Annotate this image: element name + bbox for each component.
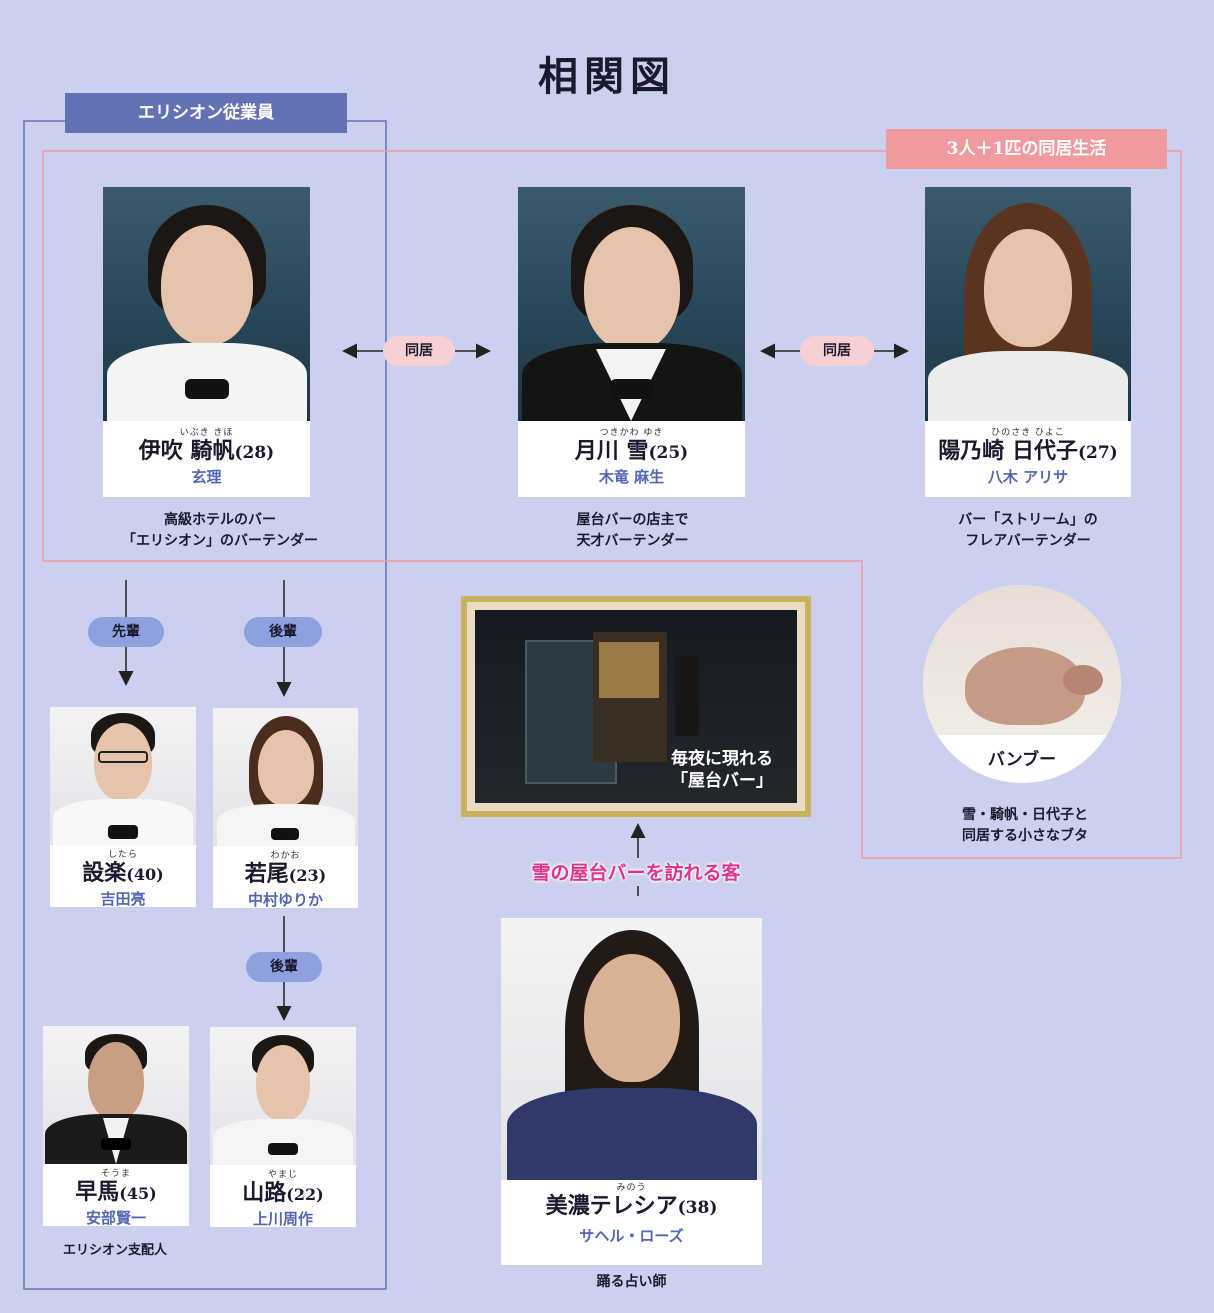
age-yamaji: (22) [286,1185,324,1204]
actor-tsukikawa: 木竜 麻生 [598,468,665,486]
ruby-tsukikawa: つきかわ ゆき [599,428,664,438]
actor-yamaji: 上川周作 [252,1210,313,1228]
age-mino: (38) [677,1198,718,1218]
desc-bamboo-2: 同居する小さなブタ [962,828,1088,844]
desc-hinosaki-1: バー「ストリーム」の [958,512,1098,528]
character-card-tsukikawa: つきかわ ゆき 月川 雪(25) 木竜 麻生 [518,187,745,497]
age-wakao: (23) [288,866,327,885]
relation-senpai: 先輩 [88,617,164,647]
age-hinosaki: (27) [1077,443,1118,463]
character-photo-mino [501,918,762,1180]
yatai-bar-image: 毎夜に現れる 「屋台バー」 [461,596,811,817]
name-hinosaki: 陽乃崎 日代子 [938,438,1078,464]
ruby-shitara: したら [107,850,138,860]
desc-souma: エリシオン支配人 [62,1243,167,1258]
character-photo-shitara [50,707,196,845]
actor-shitara: 吉田亮 [100,890,146,908]
desc-ibuki-2: 「エリシオン」のバーテンダー [122,533,318,549]
actor-wakao: 中村ゆりか [247,891,323,909]
age-tsukikawa: (25) [648,443,689,463]
name-mino: 美濃テレシア [545,1193,678,1219]
desc-tsukikawa-2: 天才バーテンダー [576,533,689,549]
group-label-cohabit: 3人＋1匹の同居生活 [886,129,1167,169]
relation-cohabit-right: 同居 [800,336,874,366]
ruby-yamaji: やまじ [267,1170,298,1180]
desc-hinosaki-2: フレアバーテンダー [965,533,1091,549]
age-shitara: (40) [126,865,164,884]
age-ibuki: (28) [234,443,275,463]
character-card-wakao: わかお 若尾(23) 中村ゆりか [213,708,358,909]
name-tsukikawa: 月川 雪 [574,438,649,464]
ruby-hinosaki: ひのさき ひよこ [991,428,1065,438]
relation-kohai-1: 後輩 [244,617,322,647]
age-souma: (45) [119,1184,157,1203]
character-card-souma: そうま 早馬(45) 安部賢一 [43,1026,189,1227]
character-card-bamboo: バンブー [923,585,1121,783]
relation-kohai-2: 後輩 [246,952,322,982]
yatai-caption-1: 毎夜に現れる [671,749,773,769]
desc-tsukikawa-1: 屋台バーの店主で [576,512,689,528]
name-ibuki: 伊吹 騎帆 [138,438,235,464]
name-bamboo: バンブー [987,750,1057,770]
character-card-ibuki: いぶき きほ 伊吹 騎帆(28) 玄理 [103,187,310,497]
character-photo-ibuki [103,187,310,421]
name-yamaji: 山路 [242,1180,287,1206]
ruby-wakao: わかお [270,851,301,861]
desc-mino: 踊る占い師 [596,1274,667,1290]
pig-photo [923,585,1121,735]
ruby-mino: みのう [616,1183,647,1193]
character-photo-tsukikawa [518,187,745,421]
page-title: 相関図 [538,53,676,100]
name-shitara: 設楽 [82,860,127,886]
character-card-yamaji: やまじ 山路(22) 上川周作 [210,1027,356,1228]
character-photo-hinosaki [925,187,1131,421]
relation-guest: 雪の屋台バーを訪れる客 [531,862,741,884]
group-label-employees: エリシオン従業員 [65,93,347,133]
ruby-ibuki: いぶき きほ [179,428,234,438]
character-photo-wakao [213,708,358,846]
character-card-mino: みのう 美濃テレシア(38) サヘル・ローズ [501,918,762,1265]
character-card-shitara: したら 設楽(40) 吉田亮 [50,707,196,908]
actor-mino: サヘル・ローズ [579,1227,684,1245]
name-souma: 早馬 [75,1179,120,1205]
name-wakao: 若尾 [244,861,289,887]
actor-ibuki: 玄理 [191,468,222,486]
relation-cohabit-left: 同居 [383,336,455,366]
ruby-souma: そうま [100,1169,131,1179]
actor-hinosaki: 八木 アリサ [987,468,1069,486]
yatai-caption-2: 「屋台バー」 [671,771,773,791]
character-card-hinosaki: ひのさき ひよこ 陽乃崎 日代子(27) 八木 アリサ [925,187,1131,497]
actor-souma: 安部賢一 [85,1209,146,1227]
desc-ibuki-1: 高級ホテルのバー [164,512,276,528]
character-photo-yamaji [210,1027,356,1165]
desc-bamboo-1: 雪・騎帆・日代子と [962,807,1088,823]
character-photo-souma [43,1026,189,1164]
